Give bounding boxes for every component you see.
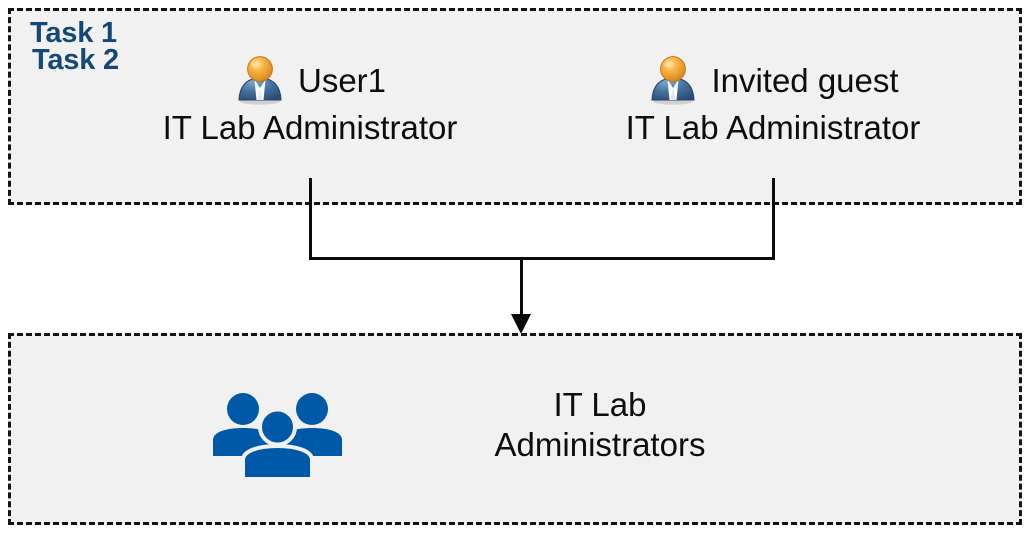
group-name-line2: Administrators	[494, 426, 706, 464]
person-block-invited-guest: Invited guest IT Lab Administrator	[583, 52, 963, 146]
task2-container	[8, 333, 1022, 525]
group-name: IT Lab Administrators	[400, 385, 800, 466]
connector-line-right-vertical	[772, 178, 775, 260]
person-role-user1: IT Lab Administrator	[162, 109, 458, 146]
connector-line-left-vertical	[309, 178, 312, 260]
person-header-user1: User1	[120, 52, 500, 108]
connector-line-down-vertical	[520, 257, 523, 319]
arrow-down-icon	[511, 314, 531, 334]
task1-container	[8, 8, 1022, 205]
user-group-icon	[205, 388, 350, 483]
single-user-icon	[234, 54, 286, 106]
person-name-user1: User1	[297, 61, 387, 99]
single-user-icon	[647, 54, 699, 106]
person-name-invited-guest: Invited guest	[711, 61, 899, 99]
person-header-invited-guest: Invited guest	[583, 52, 963, 108]
person-block-user1: User1 IT Lab Administrator	[120, 52, 500, 146]
task2-label: Task 2	[32, 44, 119, 76]
group-name-line1: IT Lab	[553, 386, 647, 423]
task1-label: Task 1	[30, 17, 117, 49]
person-role-invited-guest: IT Lab Administrator	[625, 109, 921, 146]
connector-line-horizontal	[309, 257, 775, 260]
